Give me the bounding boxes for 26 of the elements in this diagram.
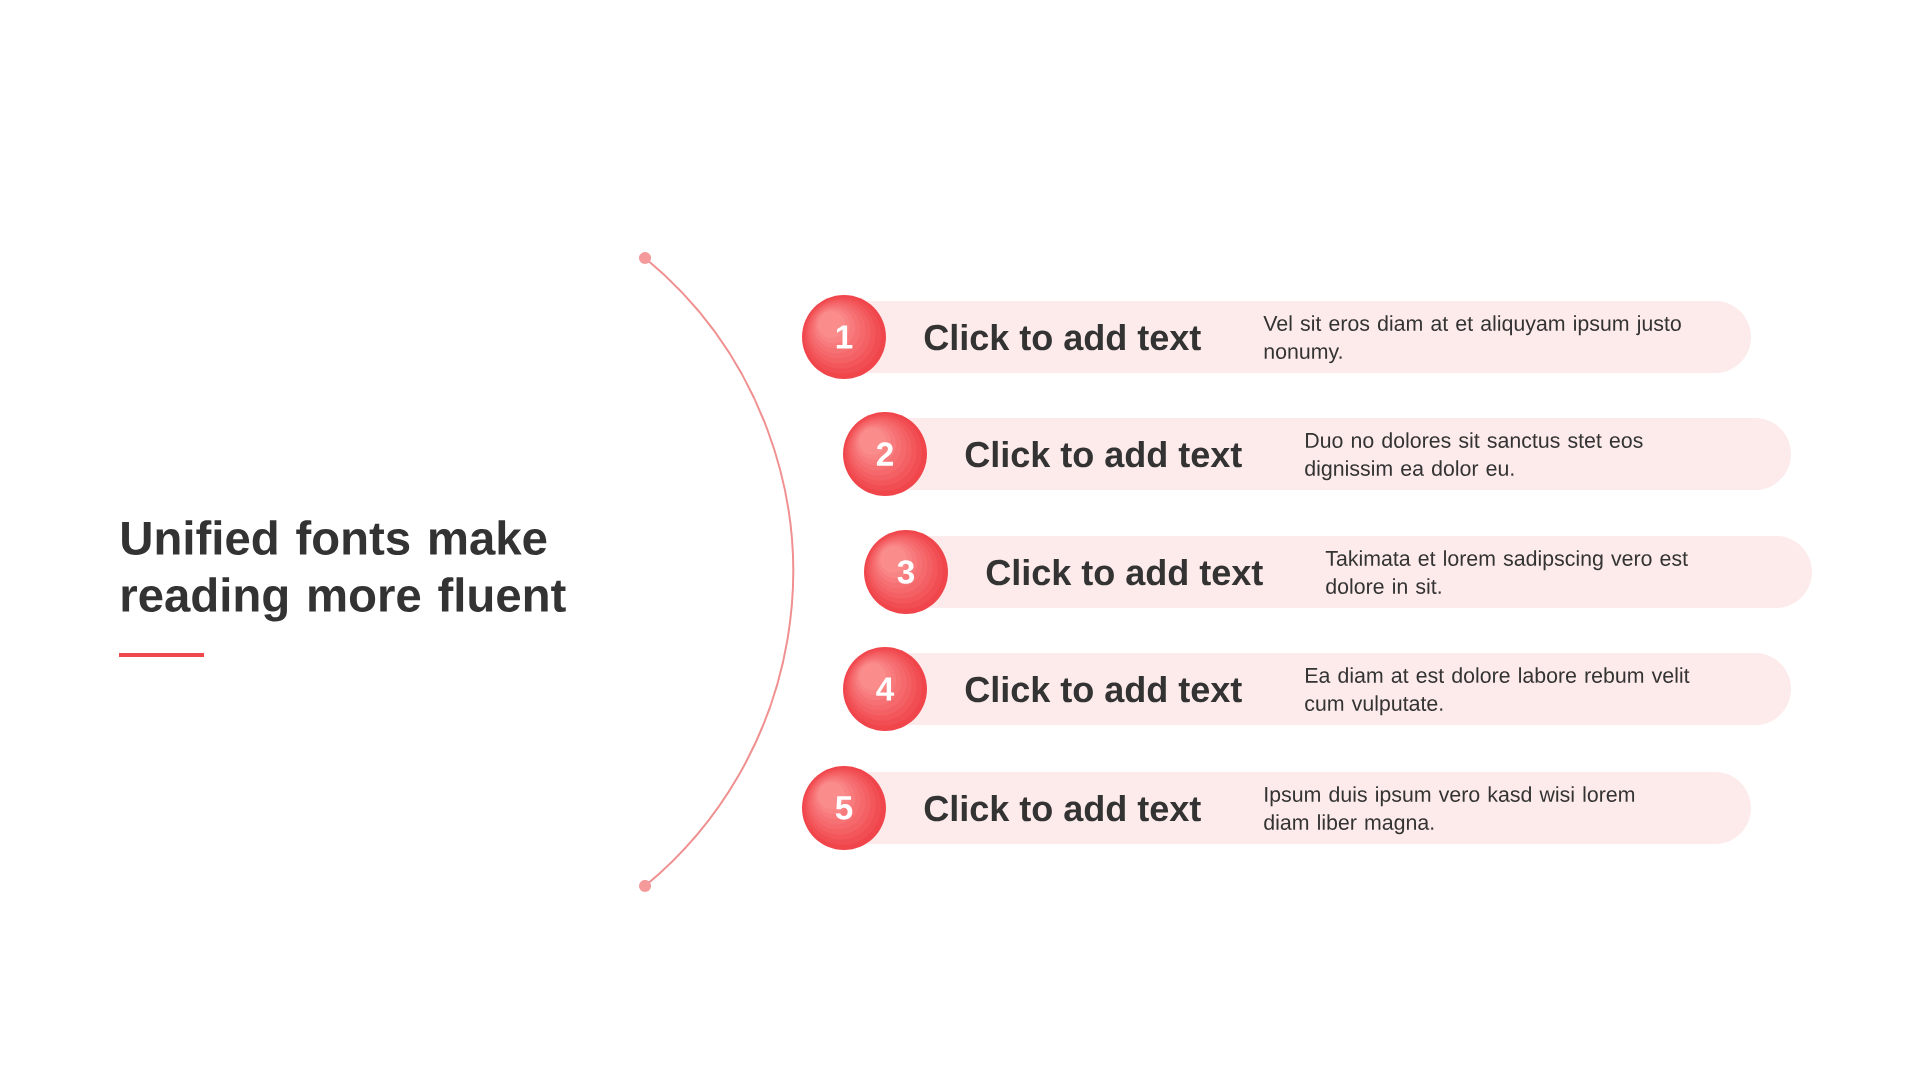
pill-box bbox=[927, 536, 1812, 608]
step-number: 2 bbox=[876, 442, 893, 466]
number-circle bbox=[802, 295, 886, 379]
number-circle bbox=[843, 647, 927, 731]
item-heading: Click to add text bbox=[965, 440, 1242, 468]
pill-box bbox=[906, 418, 1791, 490]
step-number: 3 bbox=[897, 560, 915, 584]
item-heading: Click to add text bbox=[986, 558, 1263, 586]
item-description: Ea diam at est dolore labore rebum velit cum vulputate. bbox=[1305, 667, 1690, 716]
number-circle bbox=[864, 530, 948, 614]
item-heading: Click to add text bbox=[924, 794, 1201, 822]
number-circle bbox=[802, 766, 886, 850]
item-description: Vel sit eros diam at et aliquyam ipsum justo nonumy. bbox=[1263, 315, 1681, 364]
step-number: 4 bbox=[876, 677, 895, 701]
title-text: Unified fonts make reading more fluent bbox=[122, 520, 566, 622]
item-heading: Click to add text bbox=[965, 675, 1242, 703]
pill-box bbox=[865, 301, 1751, 373]
item-description: Ipsum duis ipsum vero kasd wisi lorem diam liber magna. bbox=[1264, 786, 1635, 835]
item-heading: Click to add text bbox=[924, 323, 1201, 351]
pill-box bbox=[906, 653, 1791, 725]
step-number: 1 bbox=[836, 325, 853, 349]
pill-box bbox=[865, 772, 1751, 844]
item-description: Takimata et lorem sadipscing vero est dolore in sit. bbox=[1325, 550, 1688, 594]
item-description: Duo no dolores sit sanctus stet eos dignissim ea dolor eu. bbox=[1305, 432, 1643, 481]
number-circle bbox=[843, 412, 927, 496]
step-number: 5 bbox=[835, 796, 853, 820]
